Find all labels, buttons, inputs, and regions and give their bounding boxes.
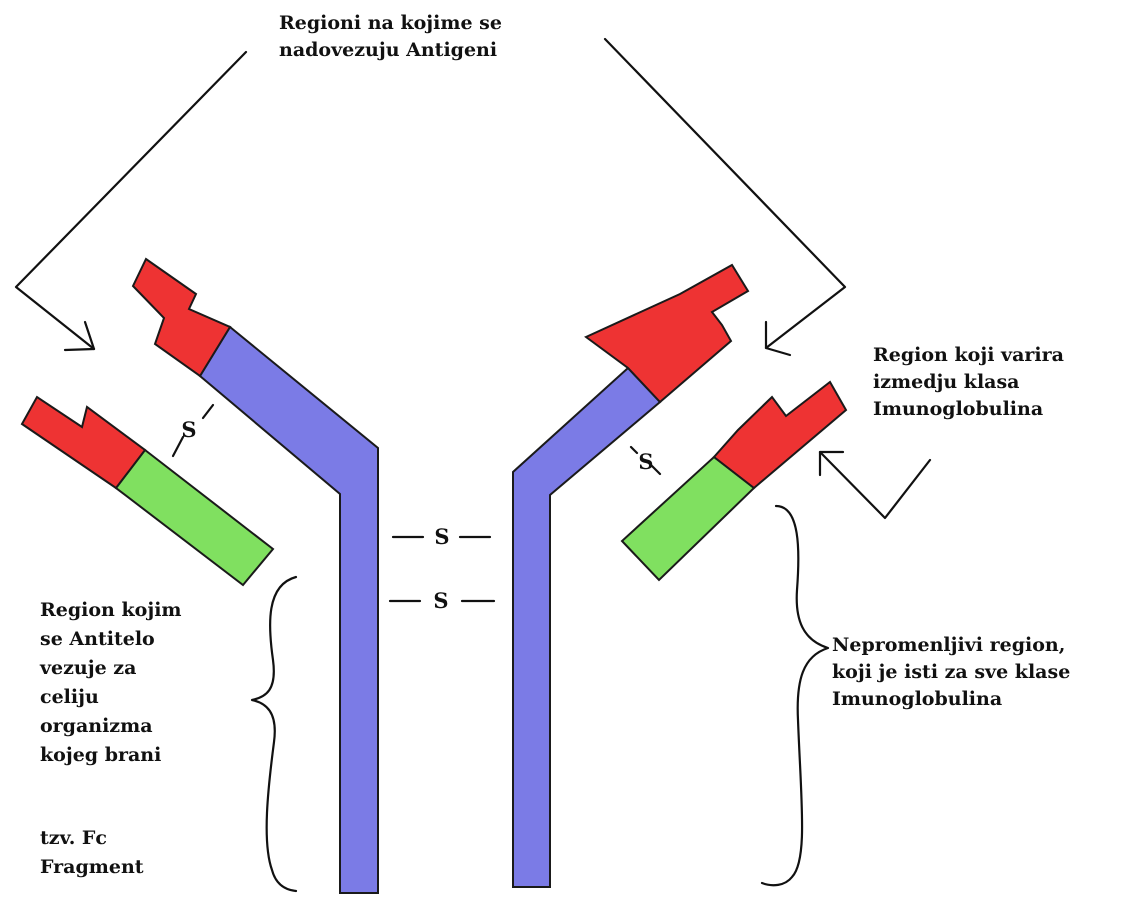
right-heavy-chain <box>513 368 660 887</box>
left-light-disulfide-s: S <box>181 417 196 442</box>
left-antigen-pointer <box>16 52 246 349</box>
hinge-disulfide-s-1: S <box>434 524 449 549</box>
constant-region-label: Nepromenljivi region, koji je isti za sv… <box>832 632 1070 713</box>
right-light-chain-constant <box>622 457 754 580</box>
right-heavy-variable-domain <box>586 265 748 402</box>
fc-region-label: Region kojim se Antitelo vezuje za celij… <box>40 596 182 770</box>
class-variable-label: Region koji varira izmedju klasa Imunogl… <box>873 342 1064 423</box>
left-light-variable-domain <box>22 397 145 488</box>
fc-region-brace <box>252 577 296 891</box>
fc-fragment-label: tzv. Fc Fragment <box>40 824 144 882</box>
class-variable-pointer <box>820 452 930 518</box>
antigen-binding-label: Regioni na kojime se nadovezuju Antigeni <box>279 10 502 64</box>
right-light-disulfide-s: S <box>638 449 653 474</box>
right-light-variable-domain <box>714 382 846 488</box>
constant-region-brace <box>762 506 828 885</box>
hinge-disulfide-s-2: S <box>433 588 448 613</box>
left-heavy-chain <box>200 327 378 893</box>
left-light-chain-constant <box>116 450 273 585</box>
